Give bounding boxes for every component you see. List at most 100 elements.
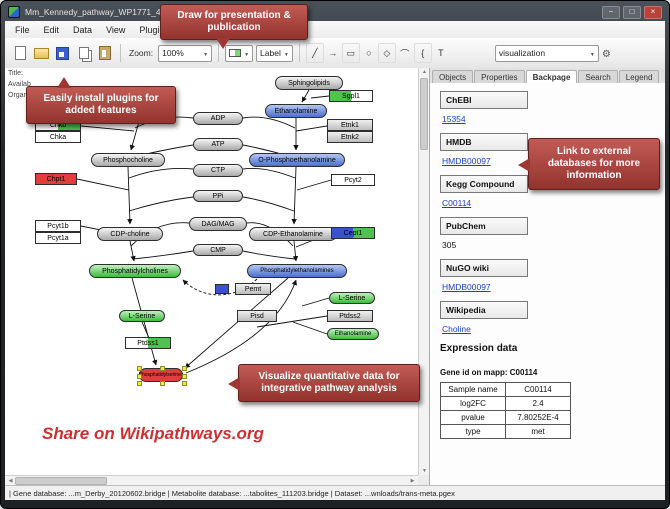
selection-handle[interactable] <box>160 381 165 386</box>
pathway-node-ethanolamine[interactable]: Ethanolamine <box>327 328 379 340</box>
new-icon[interactable] <box>11 43 30 63</box>
menu-plugins[interactable]: Plugins <box>139 24 169 35</box>
pathway-node-chka[interactable]: Chka <box>35 131 81 143</box>
horizontal-scrollbar[interactable] <box>5 475 418 486</box>
pathway-node-sgpl1[interactable]: Sgpl1 <box>329 90 373 102</box>
menu-bar: FileEditDataViewPluginsHelp <box>5 21 665 39</box>
status-bar: | Gene database: ...m_Derby_20120602.bri… <box>5 485 665 500</box>
tab-objects[interactable]: Objects <box>432 70 474 83</box>
expression-title: Expression data <box>440 343 518 354</box>
oval-tool-icon[interactable]: ○ <box>366 48 372 58</box>
arrow-tool-icon[interactable]: → <box>328 48 338 58</box>
diamond-tool-icon[interactable]: ◇ <box>377 43 396 63</box>
selection-handle[interactable] <box>182 366 187 371</box>
table-cell: met <box>505 424 571 439</box>
pathway-node-sphingolipids[interactable]: Sphingolipids <box>275 76 343 90</box>
selection-handle[interactable] <box>137 374 142 379</box>
minimize-button[interactable] <box>602 5 620 19</box>
brace-tool-icon[interactable]: { <box>413 43 432 63</box>
vertical-scrollbar[interactable] <box>418 68 429 475</box>
selection-handle[interactable] <box>137 381 142 386</box>
menu-data[interactable]: Data <box>73 24 93 35</box>
open-icon[interactable] <box>32 43 51 63</box>
pathway-node-etnk1[interactable]: Etnk1 <box>327 119 373 131</box>
pathway-node-dag-mag[interactable]: DAG/MAG <box>189 217 247 231</box>
window-title: Mm_Kennedy_pathway_WP1771_45176.gpml <box>25 7 201 17</box>
tab-legend[interactable]: Legend <box>618 70 660 83</box>
maximize-button[interactable] <box>623 5 641 19</box>
toolbar-separator <box>218 44 220 62</box>
callout-link-text: Link to external databases for more info… <box>547 146 641 181</box>
zoom-combo[interactable]: 100% <box>158 44 213 62</box>
pathway-node-cdp-ethanolamine[interactable]: CDP-Ethanolamine <box>249 227 337 241</box>
selection-handle[interactable] <box>182 374 187 379</box>
pathway-node-25[interactable] <box>215 284 229 294</box>
table-cell: log2FC <box>440 396 506 411</box>
pathway-node-pemt[interactable]: Pemt <box>235 283 271 295</box>
pathway-node-ethanolamine[interactable]: Ethanolamine <box>265 104 327 118</box>
pathway-node-atp[interactable]: ATP <box>193 138 243 151</box>
settings-gear-icon[interactable] <box>602 44 611 62</box>
pathway-node-o-phosphoethanolamine[interactable]: O-Phosphoethanolamine <box>249 153 345 167</box>
menu-view[interactable]: View <box>106 24 126 35</box>
save-icon[interactable] <box>53 43 72 63</box>
rect-tool-icon[interactable]: ▭ <box>341 43 360 63</box>
pathway-node-phosphocholine[interactable]: Phosphocholine <box>91 153 165 167</box>
scroll-right-icon[interactable] <box>407 478 418 484</box>
copy-icon-glyph <box>78 47 89 59</box>
database-link[interactable]: HMDB00097 <box>442 156 491 166</box>
pathway-node-phosphatidylethanolamines[interactable]: Phosphatidylethanolamines <box>247 264 347 278</box>
datanode-combo[interactable] <box>225 44 254 62</box>
copy-icon[interactable] <box>74 43 93 63</box>
status-text: | Gene database: ...m_Derby_20120602.bri… <box>9 488 455 498</box>
pathway-node-ppi[interactable]: PPi <box>193 190 243 202</box>
visualization-combo[interactable]: visualization <box>494 44 599 62</box>
selection-handle[interactable] <box>182 381 187 386</box>
selection-handle[interactable] <box>160 366 165 371</box>
database-link[interactable]: Choline <box>442 324 471 334</box>
horizontal-scroll-thumb[interactable] <box>15 477 107 485</box>
tab-search[interactable]: Search <box>578 70 618 83</box>
vertical-scroll-thumb[interactable] <box>420 78 428 150</box>
pathway-node-adp[interactable]: ADP <box>193 112 243 125</box>
pathway-node-cmp[interactable]: CMP <box>193 244 243 256</box>
pathway-node-ptdss1[interactable]: Ptdss1 <box>125 337 171 349</box>
database-link[interactable]: HMDB00097 <box>442 282 491 292</box>
visualization-value: visualization <box>498 48 546 58</box>
pathway-node-l-serine[interactable]: L-Serine <box>329 292 375 304</box>
label-combo[interactable]: Label <box>256 44 293 62</box>
pathway-node-phosphatidylserines[interactable]: Phosphatidylserines <box>137 366 187 386</box>
pathway-node-pisd[interactable]: Pisd <box>237 310 277 322</box>
text-tool-icon[interactable]: T <box>438 48 444 58</box>
tab-properties[interactable]: Properties <box>474 70 525 83</box>
pathway-node-pcyt2[interactable]: Pcyt2 <box>331 174 375 186</box>
pathway-node-l-serine[interactable]: L-Serine <box>119 310 165 322</box>
pathway-node-phosphatidylcholines[interactable]: Phosphatidylcholines <box>89 264 181 278</box>
line-tool-icon[interactable]: ╱ <box>305 43 324 63</box>
pathway-node-pcyt1a[interactable]: Pcyt1a <box>35 232 81 244</box>
pathway-node-cdp-choline[interactable]: CDP-choline <box>97 227 163 241</box>
paste-icon[interactable] <box>95 43 114 63</box>
arc-tool-icon[interactable]: ⌒ <box>400 48 410 59</box>
chevron-down-icon <box>284 48 289 58</box>
tab-backpage[interactable]: Backpage <box>525 70 578 83</box>
selection-handle[interactable] <box>137 366 142 371</box>
menu-edit[interactable]: Edit <box>43 24 60 35</box>
pathway-node-pcyt1b[interactable]: Pcyt1b <box>35 220 81 232</box>
expression-block: Expression data Gene id on mapp: C00114 … <box>440 343 665 439</box>
pathway-node-cept1[interactable]: Cept1 <box>331 227 375 239</box>
pathway-node-chpt1[interactable]: Chpt1 <box>35 173 77 185</box>
database-link[interactable]: C00114 <box>442 198 472 208</box>
pathway-node-ptdss2[interactable]: Ptdss2 <box>327 310 373 322</box>
menu-file[interactable]: File <box>15 24 30 35</box>
pathway-node-ctp[interactable]: CTP <box>193 164 243 177</box>
database-link[interactable]: 15354 <box>442 114 466 124</box>
close-button[interactable] <box>644 5 662 19</box>
title-bar[interactable]: Mm_Kennedy_pathway_WP1771_45176.gpml <box>8 4 662 20</box>
pathway-node-etnk2[interactable]: Etnk2 <box>327 131 373 143</box>
